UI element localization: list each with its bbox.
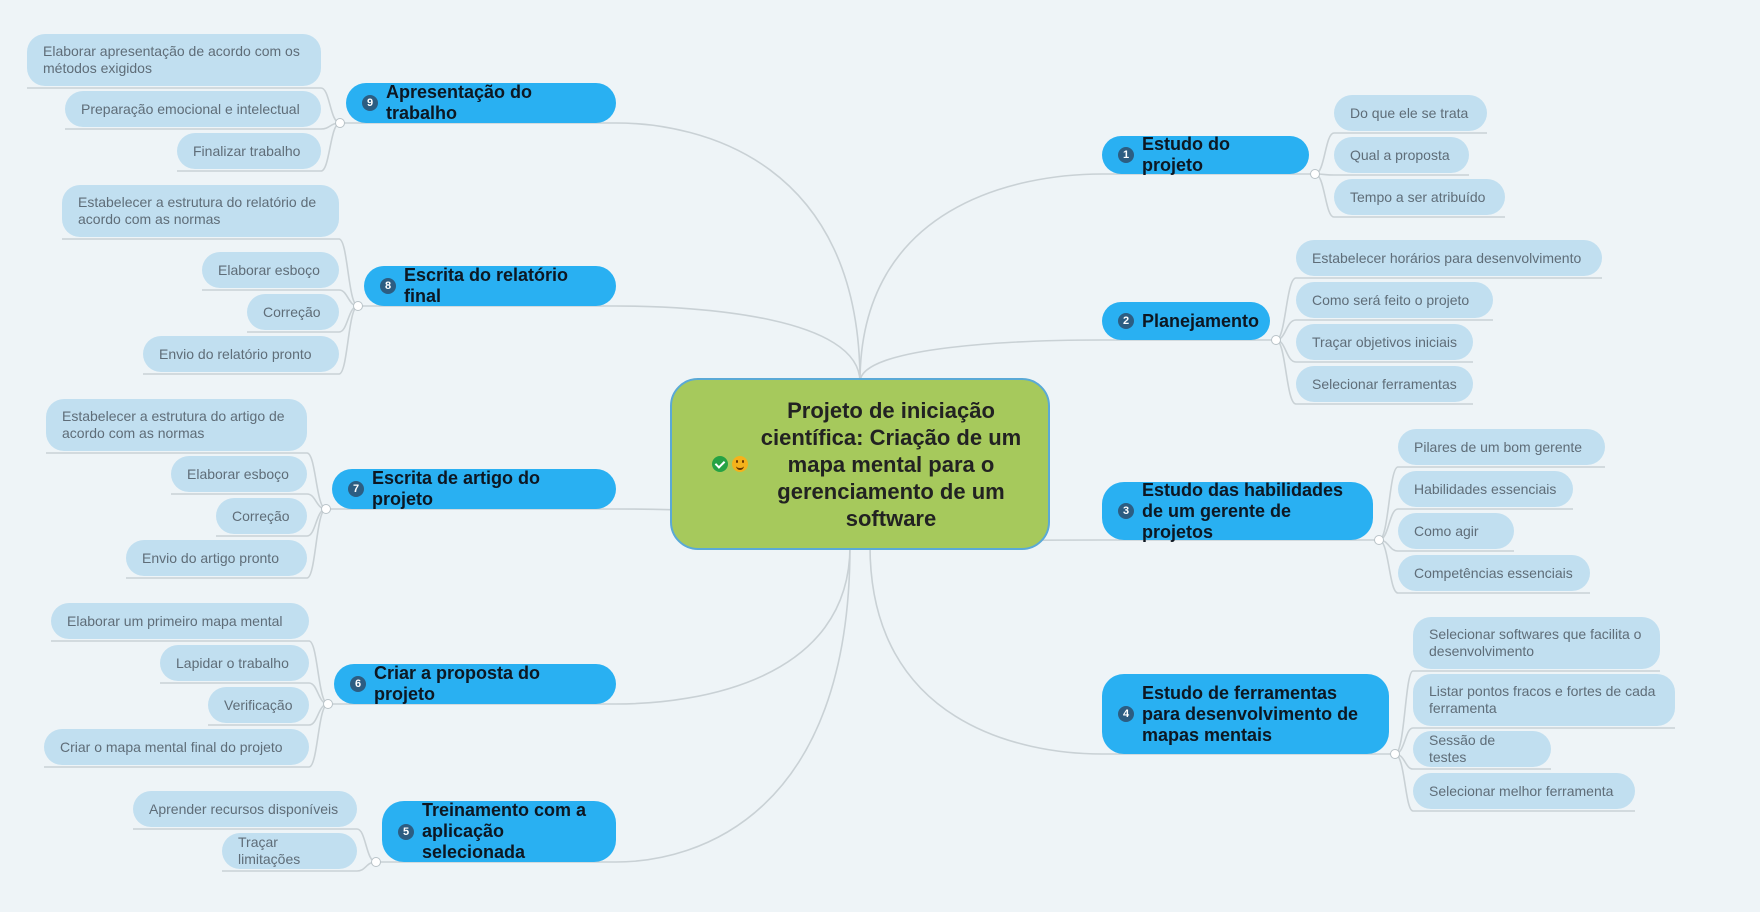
subtopic[interactable]: Como agir: [1398, 513, 1514, 549]
topic-label: Treinamento com a aplicação selecionada: [422, 800, 587, 862]
topic-number-badge: 3: [1118, 503, 1134, 519]
link-root-topic-4: [869, 545, 1389, 755]
topic-label: Estudo das habilidades de um gerente de …: [1142, 479, 1344, 542]
topic-number-badge: 4: [1118, 706, 1134, 722]
link-root-topic-2: [859, 339, 1270, 383]
subtopic[interactable]: Selecionar ferramentas: [1296, 366, 1473, 402]
subtopic[interactable]: Tempo a ser atribuído: [1334, 179, 1505, 215]
topic-label: Criar a proposta do projeto: [374, 663, 541, 704]
subtopic[interactable]: Aprender recursos disponíveis: [133, 791, 357, 827]
subtopic[interactable]: Estabelecer horários para desenvolviment…: [1296, 240, 1602, 276]
subtopic[interactable]: Qual a proposta: [1334, 137, 1469, 173]
topic-label: Escrita do relatório final: [404, 265, 569, 306]
subtopic[interactable]: Como será feito o projeto: [1296, 282, 1493, 318]
subtopic[interactable]: Elaborar esboço: [202, 252, 339, 288]
topic-label: Apresentação do trabalho: [386, 82, 533, 123]
link-root-topic-6: [334, 545, 851, 705]
subtopic[interactable]: Elaborar apresentação de acordo com os m…: [27, 34, 321, 86]
collapse-toggle[interactable]: [1310, 169, 1320, 179]
subtopic[interactable]: Selecionar melhor ferramenta: [1413, 773, 1635, 809]
collapse-toggle[interactable]: [335, 118, 345, 128]
collapse-toggle[interactable]: [1390, 749, 1400, 759]
subtopic[interactable]: Finalizar trabalho: [177, 133, 321, 169]
subtopic[interactable]: Elaborar esboço: [171, 456, 307, 492]
link-root-topic-9: [346, 122, 861, 383]
collapse-toggle[interactable]: [1374, 535, 1384, 545]
subtopic[interactable]: Estabelecer a estrutura do relatório de …: [62, 185, 339, 237]
topic-2[interactable]: 2 Planejamento: [1102, 302, 1270, 340]
subtopic[interactable]: Lapidar o trabalho: [160, 645, 309, 681]
link-topic-subtopic: [1314, 173, 1469, 176]
subtopic[interactable]: Do que ele se trata: [1334, 95, 1487, 131]
topic-number-badge: 1: [1118, 147, 1134, 163]
subtopic[interactable]: Criar o mapa mental final do projeto: [44, 729, 309, 765]
subtopic[interactable]: Competências essenciais: [1398, 555, 1590, 591]
topic-1[interactable]: 1 Estudo do projeto: [1102, 134, 1309, 175]
collapse-toggle[interactable]: [323, 699, 333, 709]
root-title: Projeto de iniciação científica: Criação…: [760, 397, 1022, 531]
smile-icon: [732, 456, 748, 472]
subtopic[interactable]: Correção: [216, 498, 307, 534]
collapse-toggle[interactable]: [371, 857, 381, 867]
topic-number-badge: 6: [350, 676, 366, 692]
subtopic[interactable]: Verificação: [208, 687, 309, 723]
topic-4[interactable]: 4 Estudo de ferramentas para desenvolvime…: [1102, 674, 1389, 754]
topic-7[interactable]: 7 Escrita de artigo do projeto: [332, 468, 616, 509]
collapse-toggle[interactable]: [353, 301, 363, 311]
link-root-topic-1: [859, 173, 1309, 383]
subtopic[interactable]: Elaborar um primeiro mapa mental: [51, 603, 309, 639]
subtopic[interactable]: Correção: [247, 294, 339, 330]
link-root-topic-5: [382, 545, 851, 863]
topic-label: Estudo do projeto: [1142, 134, 1230, 175]
topic-9[interactable]: 9 Apresentação do trabalho: [346, 82, 616, 123]
topic-number-badge: 7: [348, 481, 364, 497]
link-root-topic-8: [364, 305, 861, 383]
subtopic[interactable]: Traçar objetivos iniciais: [1296, 324, 1473, 360]
topic-label: Planejamento: [1142, 310, 1260, 331]
subtopic[interactable]: Sessão de testes: [1413, 731, 1551, 767]
topic-label: Escrita de artigo do projeto: [372, 468, 541, 509]
subtopic[interactable]: Preparação emocional e intelectual: [65, 91, 321, 127]
root-topic[interactable]: Projeto de iniciação científica: Criação…: [670, 378, 1050, 550]
collapse-toggle[interactable]: [321, 504, 331, 514]
subtopic[interactable]: Pilares de um bom gerente: [1398, 429, 1605, 465]
root-icons: [712, 456, 748, 472]
topic-8[interactable]: 8 Escrita do relatório final: [364, 265, 616, 306]
subtopic[interactable]: Traçar limitações: [222, 833, 357, 869]
topic-6[interactable]: 6 Criar a proposta do projeto: [334, 663, 616, 704]
topic-label: Estudo de ferramentas para desenvolvimen…: [1142, 682, 1359, 745]
topic-number-badge: 2: [1118, 313, 1134, 329]
subtopic[interactable]: Estabelecer a estrutura do artigo de aco…: [46, 399, 307, 451]
subtopic[interactable]: Habilidades essenciais: [1398, 471, 1573, 507]
subtopic[interactable]: Selecionar softwares que facilita o dese…: [1413, 617, 1660, 669]
collapse-toggle[interactable]: [1271, 335, 1281, 345]
topic-number-badge: 5: [398, 823, 414, 840]
check-icon: [712, 456, 728, 472]
topic-3[interactable]: 3 Estudo das habilidades de um gerente de…: [1102, 479, 1373, 542]
subtopic[interactable]: Envio do artigo pronto: [126, 540, 307, 576]
subtopic[interactable]: Listar pontos fracos e fortes de cada fe…: [1413, 674, 1675, 726]
topic-number-badge: 8: [380, 278, 396, 294]
subtopic[interactable]: Envio do relatório pronto: [143, 336, 339, 372]
topic-number-badge: 9: [362, 95, 378, 111]
topic-5[interactable]: 5 Treinamento com a aplicação selecionada: [382, 800, 616, 862]
